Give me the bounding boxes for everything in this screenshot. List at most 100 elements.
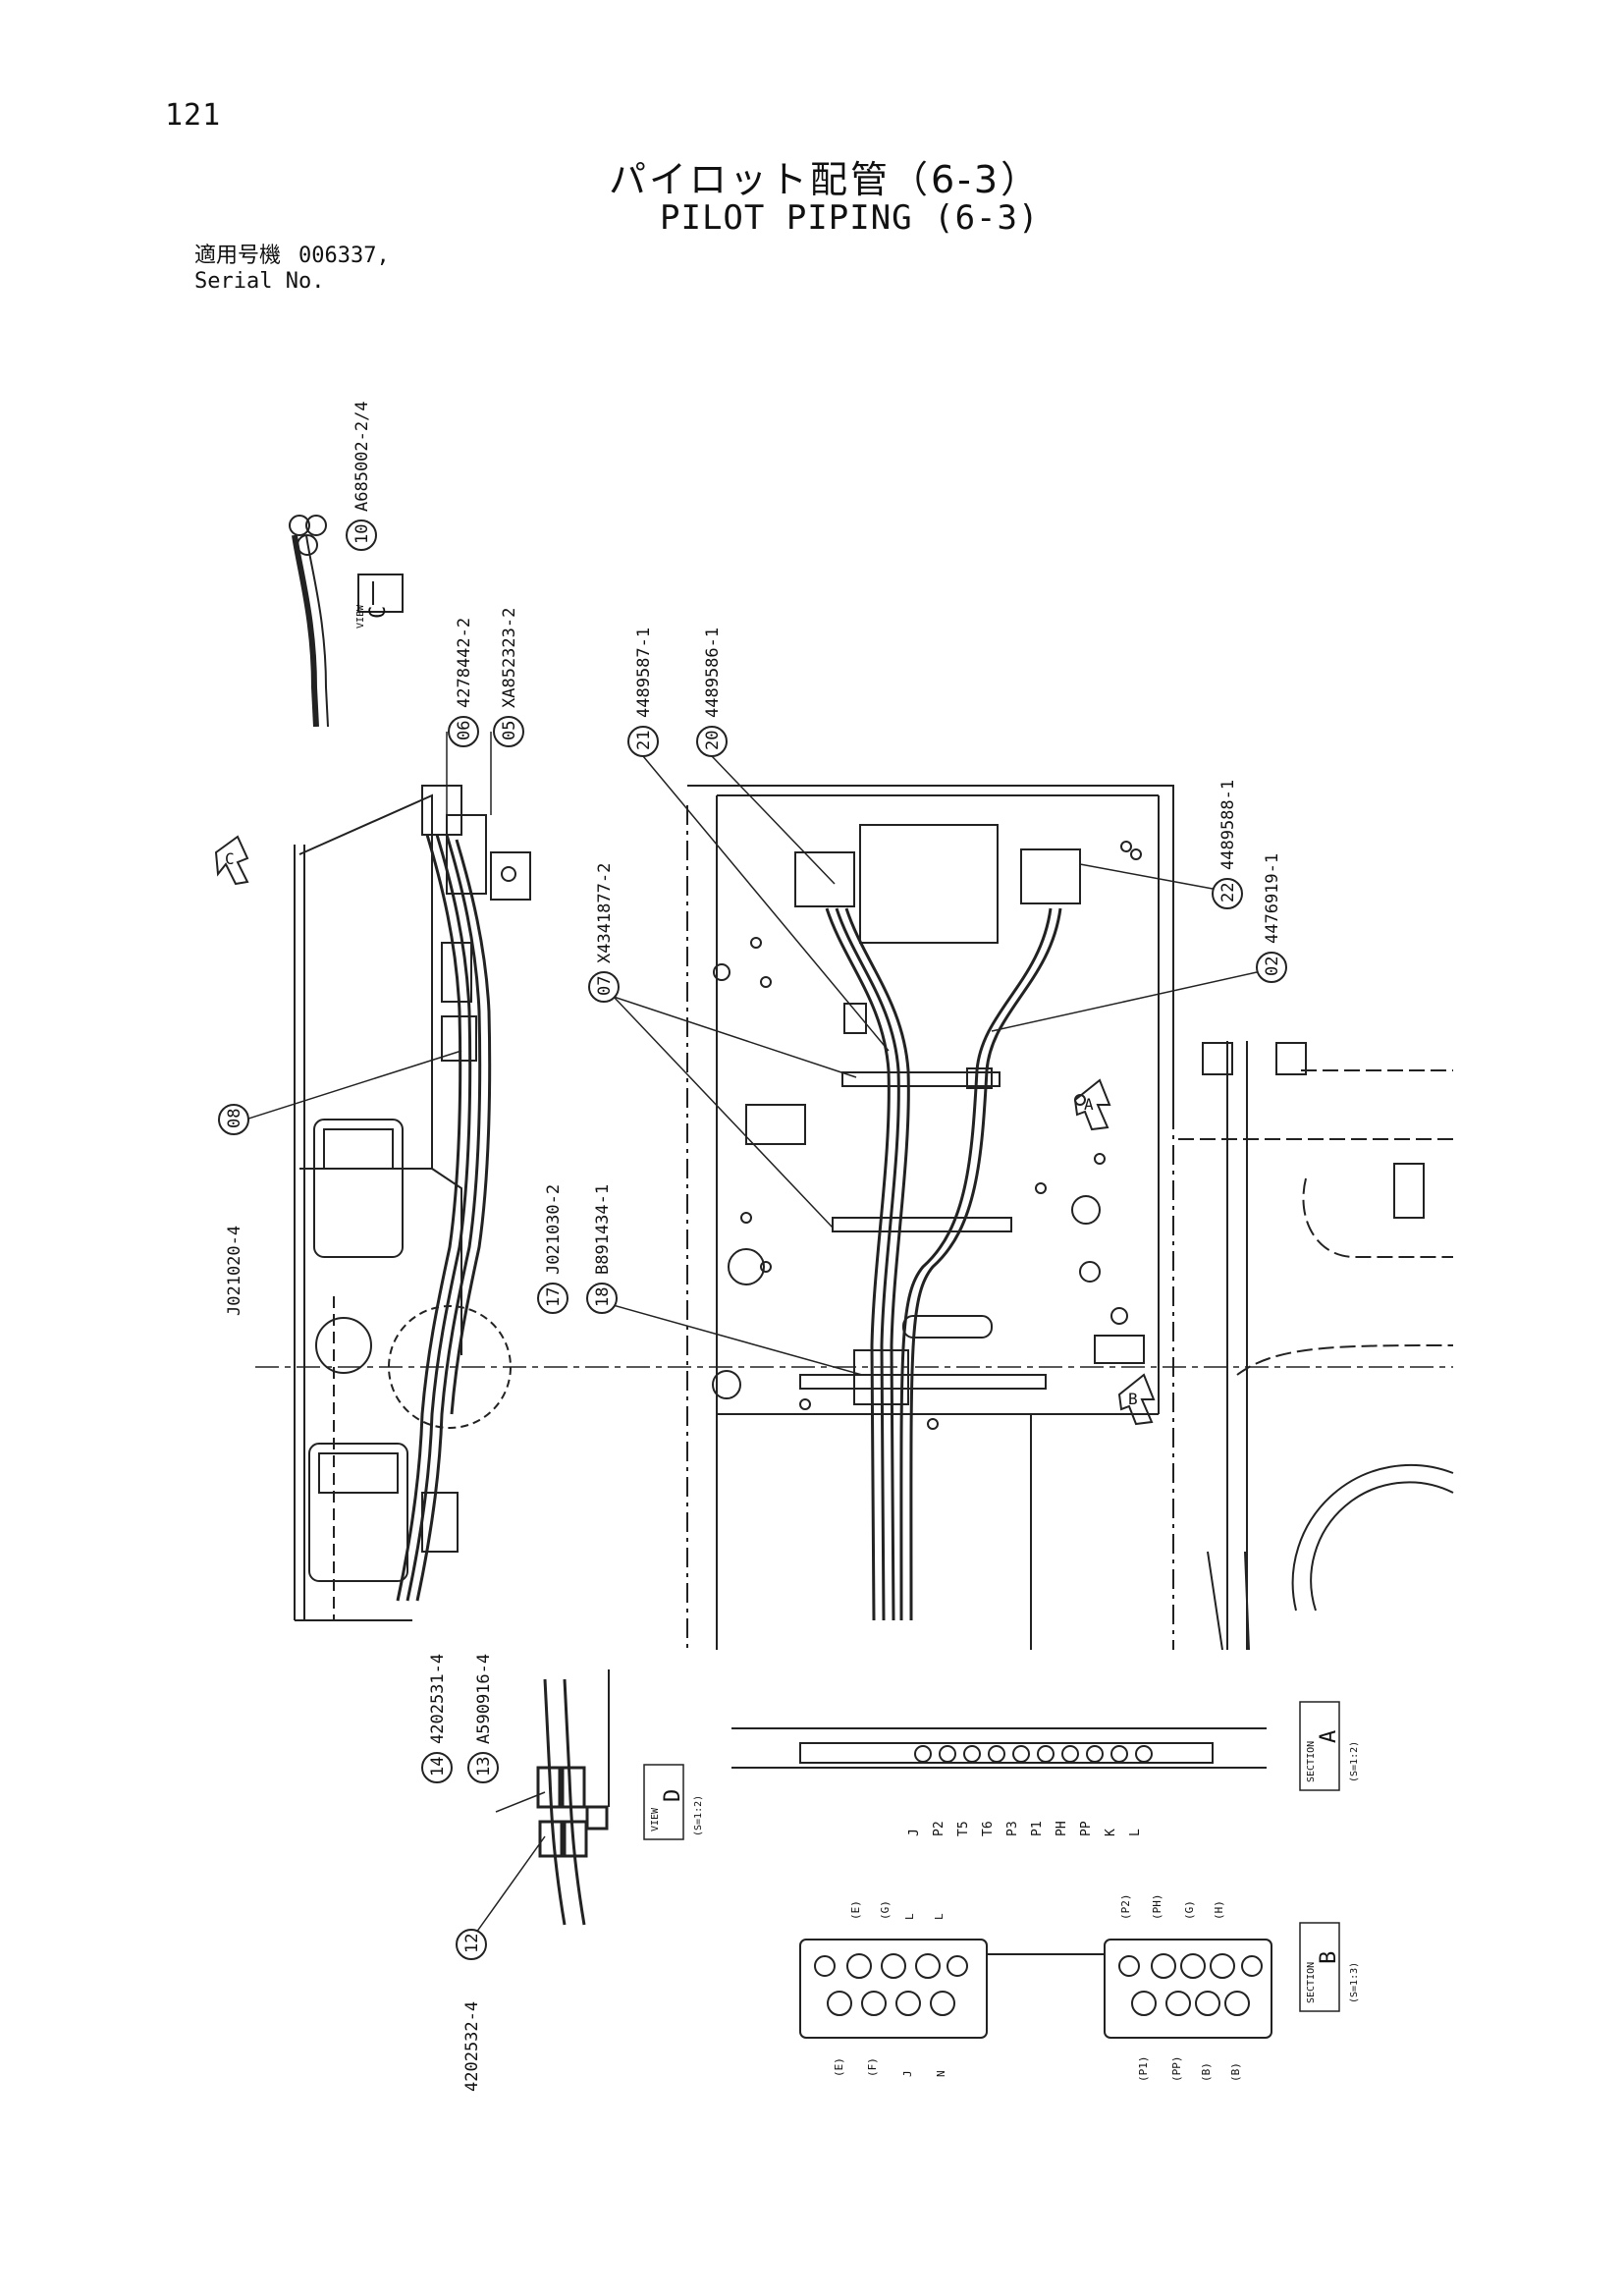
view-d-detail: [536, 1669, 610, 1926]
section-a-port: P2: [932, 1821, 947, 1836]
section-a-port: J: [907, 1829, 922, 1836]
view-marker-a: A: [1084, 1095, 1094, 1114]
section-a-port: K: [1104, 1829, 1118, 1836]
right-machine-outline: [1178, 1041, 1454, 1651]
svg-text:(G): (G): [1183, 1900, 1196, 1920]
view-c-label: VIEW C: [355, 604, 391, 629]
svg-text:(B): (B): [1229, 2062, 1242, 2082]
page-title-english: PILOT PIPING (6-3): [660, 198, 1040, 238]
svg-text:02: 02: [1263, 957, 1282, 976]
serial-label-english: Serial No.: [194, 269, 325, 294]
section-a-drawing: [731, 1727, 1267, 1769]
svg-text:08: 08: [225, 1109, 244, 1128]
svg-text:12: 12: [462, 1934, 482, 1953]
svg-text:18: 18: [593, 1287, 613, 1307]
svg-text:(S=1:2): (S=1:2): [1349, 1741, 1360, 1782]
svg-text:XA852323-2: XA852323-2: [500, 608, 519, 708]
svg-text:B: B: [1317, 1951, 1341, 1964]
svg-text:A: A: [1317, 1730, 1341, 1743]
side-view-frame: [294, 785, 531, 1621]
svg-text:(E): (E): [833, 2057, 845, 2077]
leader-lines: [244, 732, 1258, 1941]
section-a-port: PP: [1079, 1821, 1094, 1836]
section-a-label: SECTION A (S=1:2): [1299, 1701, 1360, 1791]
svg-text:(S=1:3): (S=1:3): [1349, 1962, 1360, 2003]
serial-label-japanese: 適用号機: [194, 244, 282, 268]
svg-text:10: 10: [352, 524, 372, 544]
view-markers: C A B: [225, 849, 1138, 1408]
section-a-port: P1: [1030, 1821, 1045, 1836]
view-marker-b: B: [1128, 1390, 1138, 1408]
view-marker-c: C: [225, 849, 235, 868]
page-title-japanese: パイロット配管（6-3）: [609, 158, 1042, 201]
svg-text:(F): (F): [866, 2057, 879, 2077]
serial-number-block: 適用号機 006337, Serial No.: [194, 244, 390, 295]
svg-text:J021030-2: J021030-2: [544, 1184, 564, 1275]
svg-text:(B): (B): [1200, 2062, 1213, 2082]
svg-text:L: L: [933, 1913, 946, 1920]
svg-text:4489588-1: 4489588-1: [1218, 780, 1238, 870]
section-a-port: P3: [1005, 1821, 1020, 1836]
callout-12: 12 4202532-4: [456, 1929, 487, 2092]
view-arrow-c: [214, 835, 249, 886]
view-arrow-b: [1117, 1373, 1156, 1426]
svg-text:(E): (E): [849, 1900, 862, 1920]
svg-text:20: 20: [703, 731, 723, 750]
svg-text:17: 17: [544, 1287, 564, 1307]
svg-text:4489586-1: 4489586-1: [703, 628, 723, 718]
svg-text:VIEW: VIEW: [650, 1807, 661, 1831]
svg-text:(PP): (PP): [1170, 2056, 1183, 2083]
svg-text:(S=1:2): (S=1:2): [693, 1795, 704, 1836]
section-a-port: PH: [1055, 1821, 1069, 1836]
section-b-drawing: [799, 1939, 1272, 2039]
callout-02: 02 4476919-1: [1256, 853, 1287, 983]
svg-text:4202532-4: 4202532-4: [462, 2001, 482, 2092]
svg-text:4489587-1: 4489587-1: [634, 628, 654, 718]
callout-17: 17 J021030-2: [537, 1184, 568, 1314]
side-view-pipes: [396, 834, 492, 1602]
serial-value: 006337,: [298, 244, 390, 268]
svg-text:(P2): (P2): [1119, 1894, 1132, 1921]
svg-text:N: N: [935, 2070, 947, 2077]
svg-text:D: D: [661, 1789, 685, 1802]
page-number: 121: [165, 98, 222, 133]
svg-text:A590916-4: A590916-4: [474, 1654, 494, 1744]
svg-text:SECTION: SECTION: [1306, 1962, 1317, 2003]
svg-text:(H): (H): [1213, 1900, 1225, 1920]
callout-07: 07 X4341877-2: [588, 863, 620, 1003]
callout-06: 06 4278442-2: [448, 618, 479, 747]
svg-text:13: 13: [474, 1757, 494, 1777]
section-b-port-labels: (E) (G) L L (E) (F) J N (P2) (PH) (G) (H…: [833, 1894, 1242, 2083]
callout-13: 13 A590916-4: [467, 1654, 499, 1783]
svg-text:4202531-4: 4202531-4: [428, 1654, 448, 1744]
svg-text:C: C: [366, 606, 391, 619]
view-c-detail: [289, 515, 404, 728]
pipe-clamps: [799, 1067, 1047, 1405]
section-b-label: SECTION B (S=1:3): [1299, 1922, 1360, 2012]
callout-20: 20 4489586-1: [696, 628, 728, 757]
callout-18: 18 B891434-1: [586, 1184, 618, 1314]
svg-text:4476919-1: 4476919-1: [1263, 853, 1282, 944]
svg-text:(G): (G): [879, 1900, 892, 1920]
callout-10: 10 A685002-2/4: [346, 401, 377, 551]
callout-05: 05 XA852323-2: [493, 608, 524, 747]
svg-text:SECTION: SECTION: [1306, 1741, 1317, 1782]
view-arrow-a: [1073, 1078, 1111, 1131]
svg-text:L: L: [903, 1913, 916, 1920]
svg-text:J021020-4: J021020-4: [225, 1226, 244, 1316]
svg-text:4278442-2: 4278442-2: [455, 618, 474, 708]
svg-text:(PH): (PH): [1151, 1894, 1163, 1921]
main-plate-pipes: [825, 907, 1062, 1621]
svg-text:06: 06: [455, 721, 474, 740]
view-labels: VIEW C VIEW D (S=1:2) SECTION A (S=1:2) …: [355, 604, 1360, 2012]
svg-text:X4341877-2: X4341877-2: [595, 863, 615, 963]
callouts: 10 A685002-2/4 06 4278442-2 05 XA852323-…: [218, 401, 1287, 2092]
callout-21: 21 4489587-1: [627, 628, 659, 757]
svg-text:07: 07: [595, 976, 615, 996]
section-a-port: T6: [981, 1821, 996, 1836]
svg-text:A685002-2/4: A685002-2/4: [352, 401, 372, 512]
svg-text:22: 22: [1218, 883, 1238, 902]
callout-14: 14 4202531-4: [421, 1654, 453, 1783]
svg-text:J: J: [901, 2070, 914, 2077]
callout-08: 08 J021020-4: [218, 1104, 249, 1316]
